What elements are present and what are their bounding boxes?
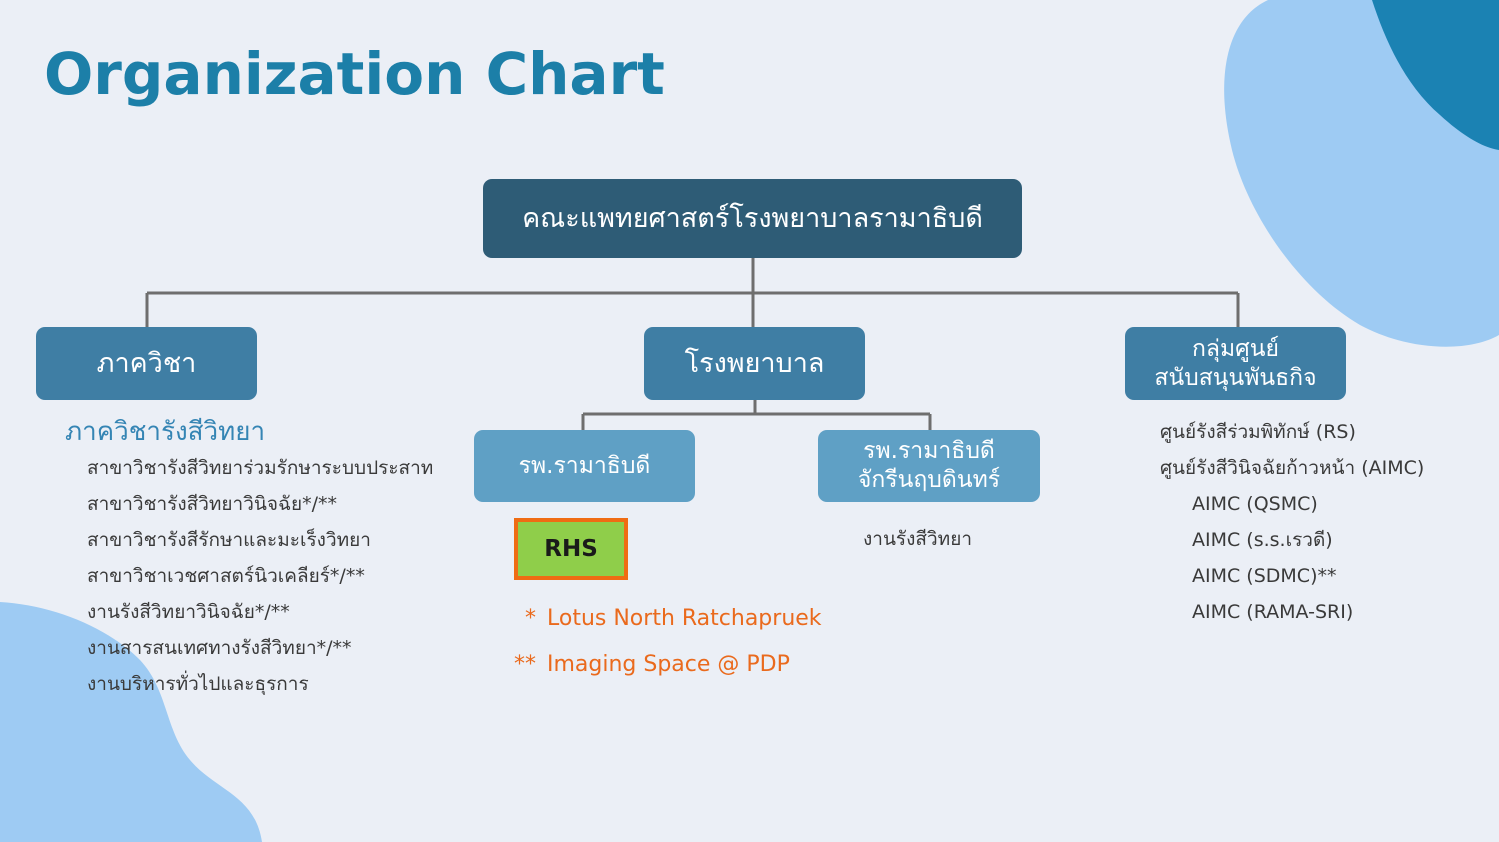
note-mark: ** bbox=[514, 652, 536, 677]
top-right-dark-blob bbox=[1372, 0, 1499, 150]
list-item: งานรังสีวิทยาวินิจฉัย*/** bbox=[87, 601, 290, 623]
ramathibodi-hospital-label: รพ.รามาธิบดี bbox=[518, 452, 651, 479]
note-text: Lotus North Ratchapruek bbox=[547, 606, 822, 631]
top-faculty-box: คณะแพทยศาสตร์โรงพยาบาลรามาธิบดี bbox=[483, 179, 1022, 258]
support-centers-label-line2: สนับสนุนพันธกิจ bbox=[1154, 364, 1317, 391]
note-imaging-space: ** Imaging Space @ PDP bbox=[500, 652, 790, 677]
list-item: สาขาวิชารังสีรักษาและมะเร็งวิทยา bbox=[87, 529, 371, 551]
hospital-label: โรงพยาบาล bbox=[684, 347, 825, 379]
list-item: AIMC (RAMA-SRI) bbox=[1192, 601, 1354, 623]
list-item: ศูนย์รังสีวินิจฉัยก้าวหน้า (AIMC) bbox=[1160, 457, 1425, 479]
list-item: งานบริหารทั่วไปและธุรการ bbox=[87, 673, 309, 695]
list-item: สาขาวิชารังสีวิทยาร่วมรักษาระบบประสาท bbox=[87, 457, 434, 479]
page-title: Organization Chart bbox=[44, 40, 665, 108]
ramathibodi-hospital-box: รพ.รามาธิบดี bbox=[474, 430, 695, 502]
support-centers-box: กลุ่มศูนย์ สนับสนุนพันธกิจ bbox=[1125, 327, 1346, 400]
rhs-box: RHS bbox=[514, 518, 628, 580]
chakri-hospital-label-line1: รพ.รามาธิบดี bbox=[863, 438, 995, 465]
list-item: สาขาวิชารังสีวิทยาวินิจฉัย*/** bbox=[87, 493, 337, 515]
top-faculty-label: คณะแพทยศาสตร์โรงพยาบาลรามาธิบดี bbox=[522, 202, 983, 234]
list-item: งานสารสนเทศทางรังสีวิทยา*/** bbox=[87, 637, 352, 659]
bottom-left-light-blob bbox=[0, 602, 262, 842]
hospital-box: โรงพยาบาล bbox=[644, 327, 865, 400]
list-item: AIMC (QSMC) bbox=[1192, 493, 1318, 515]
note-lotus: * Lotus North Ratchapruek bbox=[500, 606, 822, 631]
chakri-radiology-unit: งานรังสีวิทยา bbox=[863, 528, 973, 550]
support-centers-list: ศูนย์รังสีร่วมพิทักษ์ (RS) ศูนย์รังสีวิน… bbox=[1160, 414, 1424, 630]
list-item: AIMC (SDMC)** bbox=[1192, 565, 1337, 587]
list-item: AIMC (s.s.เรวดี) bbox=[1192, 529, 1333, 551]
chakri-hospital-label-line2: จักรีนฤบดินทร์ bbox=[857, 467, 1001, 493]
support-centers-label-line1: กลุ่มศูนย์ bbox=[1192, 335, 1279, 362]
rhs-label: RHS bbox=[544, 536, 598, 562]
note-mark: * bbox=[525, 606, 536, 631]
academic-department-box: ภาควิชา bbox=[36, 327, 257, 400]
radiology-department-heading: ภาควิชารังสีวิทยา bbox=[65, 417, 266, 447]
academic-units-list: สาขาวิชารังสีวิทยาร่วมรักษาระบบประสาท สา… bbox=[87, 450, 433, 702]
list-item: สาขาวิชาเวชศาสตร์นิวเคลียร์*/** bbox=[87, 565, 365, 587]
note-text: Imaging Space @ PDP bbox=[547, 652, 790, 677]
list-item: ศูนย์รังสีร่วมพิทักษ์ (RS) bbox=[1160, 421, 1356, 443]
chakri-hospital-box: รพ.รามาธิบดี จักรีนฤบดินทร์ bbox=[818, 430, 1040, 502]
academic-department-label: ภาควิชา bbox=[96, 347, 197, 379]
